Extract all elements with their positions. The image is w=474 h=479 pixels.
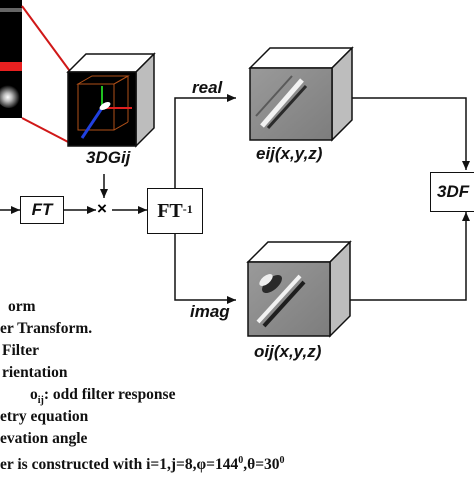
- even-output-label: eij(x,y,z): [256, 144, 323, 163]
- combine-block: 3DF: [430, 172, 474, 212]
- inverse-ft-block: FT-1: [147, 188, 203, 234]
- multiply-symbol: ×: [97, 199, 107, 218]
- legend-item: er is constructed with i=1,j=8,φ=1440,θ=…: [0, 455, 285, 474]
- legend-item: rientation: [2, 364, 68, 381]
- legend-item: oij: odd filter response: [30, 386, 176, 407]
- callout-line-top: [21, 5, 73, 75]
- real-label: real: [192, 78, 223, 97]
- inverse-ft-superscript: -1: [182, 201, 193, 216]
- zoom-inset: [0, 0, 22, 118]
- ft-block: FT: [20, 196, 64, 224]
- legend-list: orm er Transform. Filter rientation oij:…: [0, 296, 285, 474]
- arrow-odd-to-combine: [350, 212, 470, 301]
- legend-item: etry equation: [0, 408, 89, 425]
- gabor-cube-label: 3DGij: [86, 148, 131, 167]
- odd-response-cube: [246, 240, 352, 338]
- gabor-cube: [66, 52, 156, 148]
- arrow-even-to-combine: [352, 97, 470, 170]
- arrow-ift-to-imag: [174, 234, 236, 304]
- legend-item: evation angle: [0, 430, 88, 447]
- legend-item: Filter: [2, 342, 40, 359]
- even-response-cube: [248, 46, 354, 142]
- callout-line-bottom: [21, 117, 73, 145]
- legend-item: er Transform.: [0, 320, 93, 337]
- odd-output-label: oij(x,y,z): [254, 342, 322, 361]
- combine-label: 3DF: [437, 182, 470, 201]
- arrow-ift-to-real: [174, 94, 236, 188]
- ft-label: FT: [31, 200, 53, 219]
- legend-item: orm: [8, 298, 36, 315]
- imag-label: imag: [190, 302, 230, 321]
- inverse-ft-label: FT: [157, 199, 183, 222]
